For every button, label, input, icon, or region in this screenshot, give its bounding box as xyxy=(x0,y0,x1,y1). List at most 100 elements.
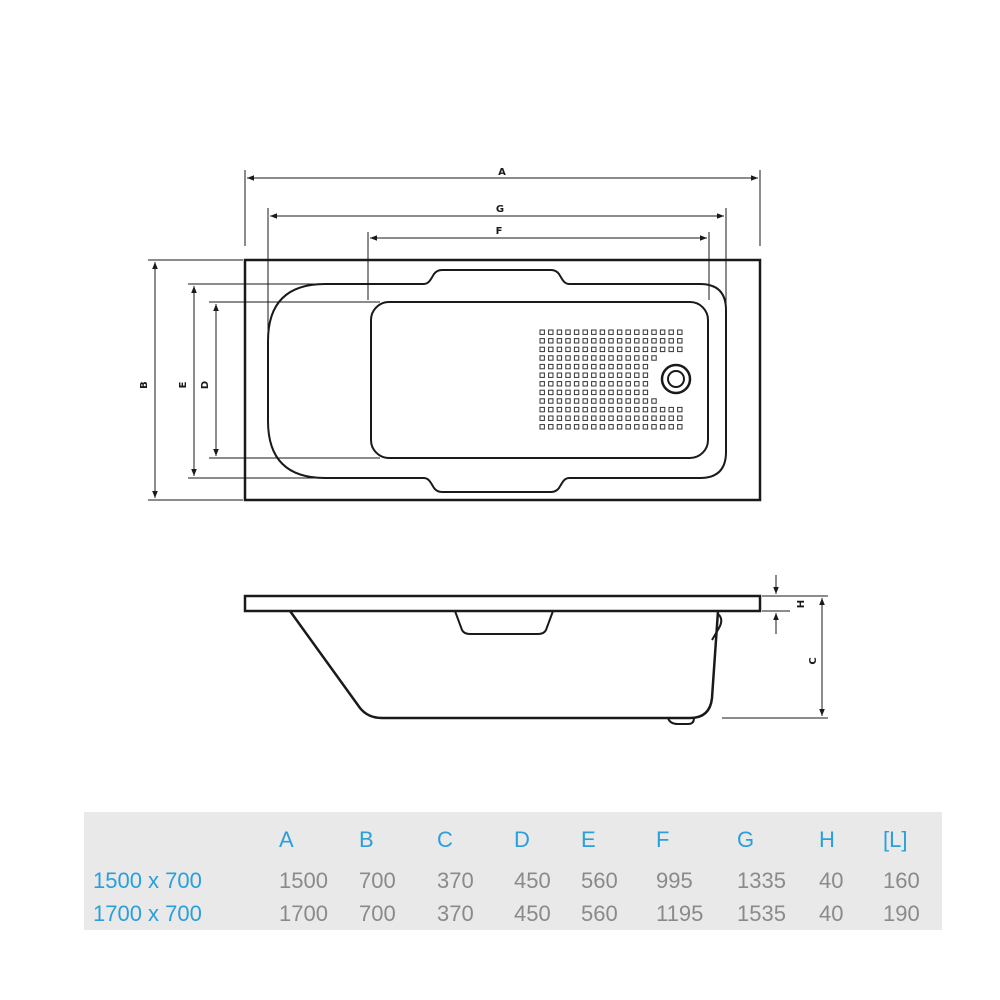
anti-slip-square xyxy=(573,406,580,413)
anti-slip-square xyxy=(668,329,674,335)
anti-slip-square xyxy=(591,406,597,413)
anti-slip-square xyxy=(651,415,657,421)
table-cell: 370 xyxy=(437,867,474,893)
anti-slip-square xyxy=(573,363,580,370)
table-cell: 40 xyxy=(819,900,844,926)
anti-slip-square xyxy=(591,329,597,335)
anti-slip-square xyxy=(556,398,563,404)
anti-slip-square xyxy=(616,338,623,344)
anti-slip-square xyxy=(659,415,666,421)
anti-slip-square xyxy=(565,424,571,430)
tub-outer-rim xyxy=(243,258,762,502)
table-header-cell: C xyxy=(437,827,453,852)
anti-slip-square xyxy=(668,424,674,430)
drain-inner xyxy=(667,370,685,388)
anti-slip-square xyxy=(556,415,563,421)
anti-slip-square xyxy=(634,372,640,378)
side-rim xyxy=(243,594,762,613)
anti-slip-square xyxy=(565,406,571,413)
label-b: B xyxy=(139,381,150,389)
table-header-cell: H xyxy=(819,827,835,852)
anti-slip-square xyxy=(608,381,614,387)
anti-slip-square xyxy=(651,355,657,361)
anti-slip-square xyxy=(573,355,580,361)
anti-slip-square xyxy=(548,355,554,361)
anti-slip-square xyxy=(625,398,631,404)
anti-slip-square xyxy=(642,381,649,387)
anti-slip-square xyxy=(556,363,563,370)
anti-slip-square xyxy=(548,424,554,430)
anti-slip-square xyxy=(573,398,580,404)
anti-slip-square xyxy=(599,406,606,413)
anti-slip-square xyxy=(608,363,614,370)
anti-slip-square xyxy=(548,372,554,378)
anti-slip-square xyxy=(556,329,563,335)
anti-slip-square xyxy=(565,398,571,404)
anti-slip-square xyxy=(677,406,683,413)
anti-slip-square xyxy=(608,424,614,430)
anti-slip-square xyxy=(539,355,545,361)
anti-slip-square xyxy=(591,389,597,396)
table-cell: 700 xyxy=(359,867,396,893)
anti-slip-square xyxy=(616,381,623,387)
anti-slip-square xyxy=(539,381,545,387)
anti-slip-square xyxy=(582,389,588,396)
anti-slip-square xyxy=(651,406,657,413)
anti-slip-square xyxy=(599,363,606,370)
anti-slip-square xyxy=(565,415,571,421)
side-drain-trap xyxy=(667,717,695,725)
anti-slip-square xyxy=(573,346,580,353)
table-header-cell: F xyxy=(656,827,670,852)
anti-slip-square xyxy=(582,424,588,430)
anti-slip-square xyxy=(582,415,588,421)
anti-slip-square xyxy=(599,415,606,421)
anti-slip-square xyxy=(539,424,545,430)
anti-slip-square xyxy=(539,389,545,396)
anti-slip-square xyxy=(573,424,580,430)
anti-slip-square xyxy=(565,346,571,353)
table-size-cell: 1700 x 700 xyxy=(93,900,202,926)
tub-inner-basin-outline xyxy=(267,269,727,493)
anti-slip-square xyxy=(634,338,640,344)
anti-slip-square xyxy=(677,415,683,421)
anti-slip-square xyxy=(599,398,606,404)
table-cell: 1195 xyxy=(656,900,704,926)
table-cell: 1700 xyxy=(279,900,328,926)
anti-slip-square xyxy=(539,329,545,335)
anti-slip-square xyxy=(591,372,597,378)
table-cell: 1535 xyxy=(737,900,786,926)
anti-slip-square xyxy=(625,372,631,378)
anti-slip-square xyxy=(668,338,674,344)
anti-slip-square xyxy=(539,372,545,378)
anti-slip-square xyxy=(582,398,588,404)
anti-slip-square xyxy=(539,415,545,421)
anti-slip-square xyxy=(616,424,623,430)
anti-slip-square xyxy=(642,346,649,353)
anti-slip-square xyxy=(556,372,563,378)
anti-slip-square xyxy=(616,398,623,404)
anti-slip-square xyxy=(608,338,614,344)
anti-slip-square xyxy=(642,363,649,370)
anti-slip-square xyxy=(651,346,657,353)
anti-slip-square xyxy=(677,338,683,344)
anti-slip-square xyxy=(591,381,597,387)
table-cell: 370 xyxy=(437,900,474,926)
anti-slip-square xyxy=(668,346,674,353)
anti-slip-square xyxy=(651,424,657,430)
anti-slip-square xyxy=(565,338,571,344)
anti-slip-square xyxy=(548,338,554,344)
label-e: E xyxy=(178,381,189,388)
anti-slip-square xyxy=(582,381,588,387)
anti-slip-square xyxy=(616,363,623,370)
label-d: D xyxy=(200,381,211,389)
anti-slip-square xyxy=(616,346,623,353)
anti-slip-square xyxy=(591,346,597,353)
anti-slip-square xyxy=(565,389,571,396)
side-view xyxy=(243,594,762,725)
anti-slip-square xyxy=(659,346,666,353)
anti-slip-square xyxy=(582,372,588,378)
anti-slip-square xyxy=(582,406,588,413)
drain-outer xyxy=(660,363,692,395)
anti-slip-square xyxy=(659,338,666,344)
anti-slip-square xyxy=(634,389,640,396)
